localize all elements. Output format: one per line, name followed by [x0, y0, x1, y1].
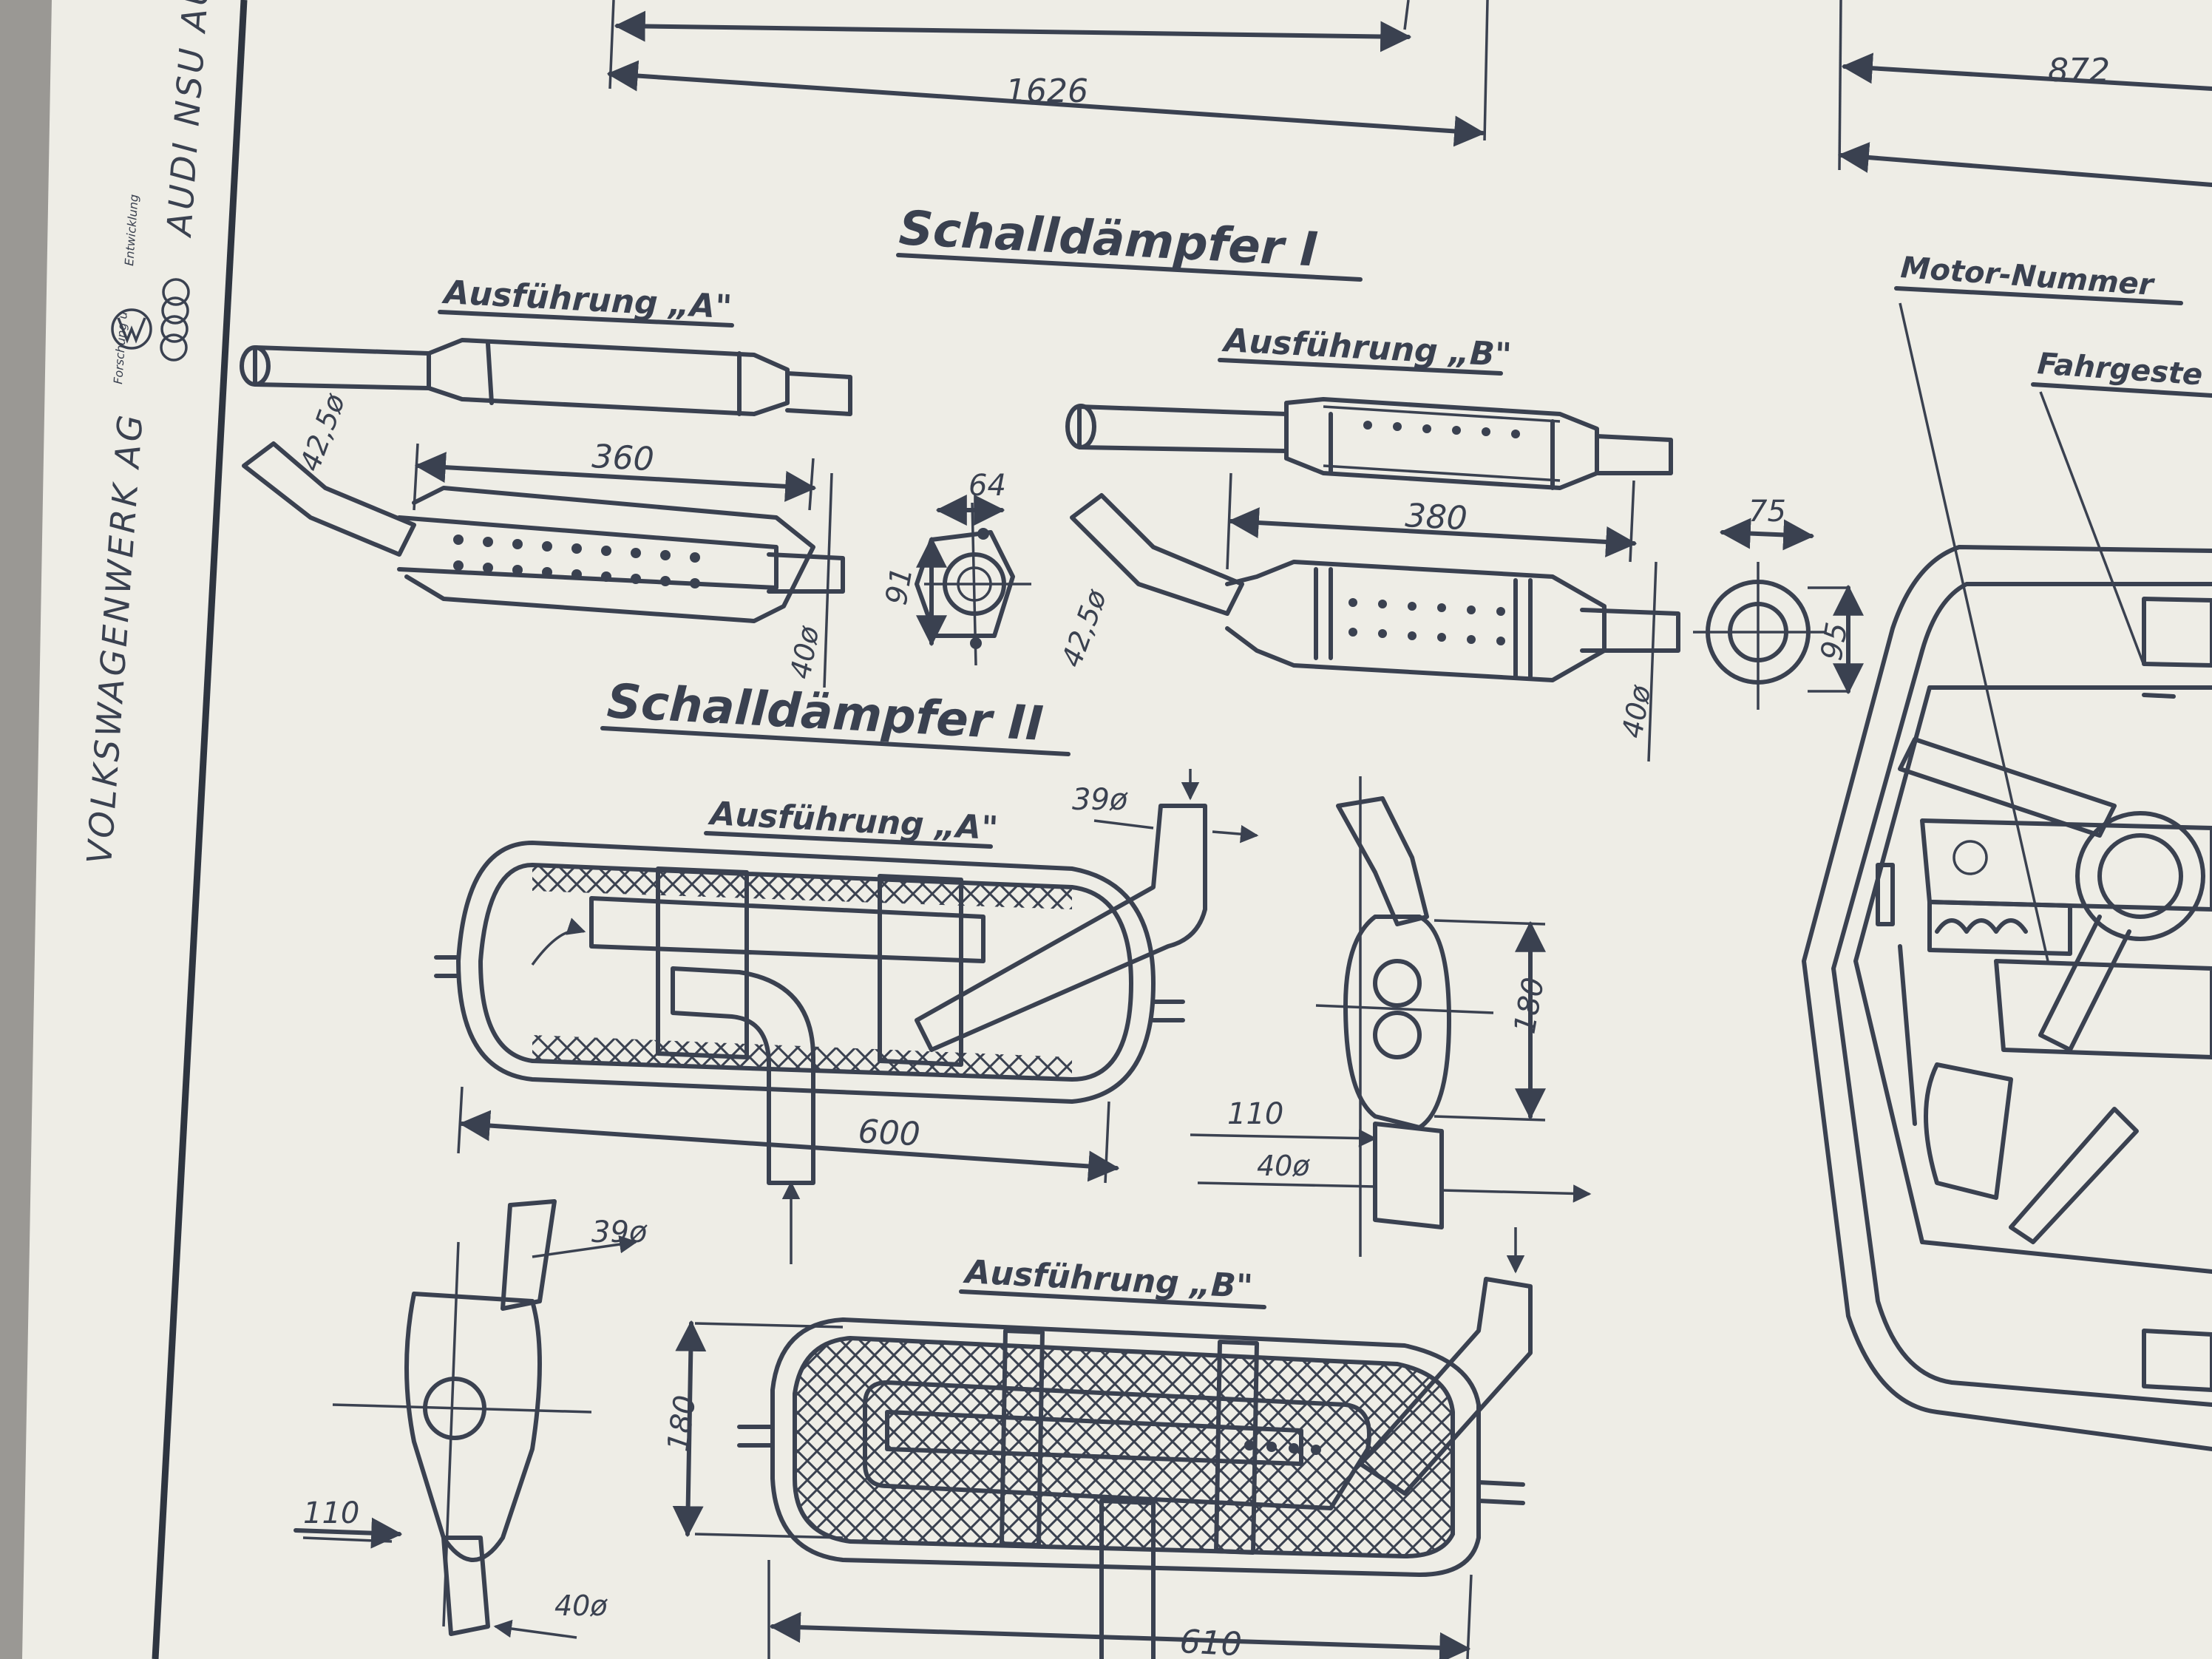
muffler1-b-end-width: 75: [1748, 495, 1786, 529]
muffler1-b-side-view: [1070, 472, 1680, 762]
muffler1-a-end-view: [915, 495, 1031, 666]
muffler1-a-side-view: [242, 441, 845, 688]
muffler2-a-side-outlet: 40ø: [1257, 1150, 1310, 1182]
muffler2-b-side-view: [294, 1199, 638, 1639]
muffler1-b-top-view: [1065, 397, 1673, 490]
muffler2-b-side-outlet: 40ø: [554, 1590, 608, 1622]
paper-sheet: [22, 0, 2212, 1659]
muffler2-a-side-offset: 110: [1227, 1097, 1283, 1131]
muffler2-a-view: [434, 769, 1257, 1264]
muffler2-b-side-offset: 110: [303, 1496, 359, 1530]
muffler2-a-length: 600: [857, 1113, 921, 1153]
dim-872: 872: [2048, 52, 2110, 89]
muffler1-a-end-height: 91: [880, 565, 920, 608]
muffler2-b-height: 180: [661, 1393, 702, 1453]
audi-rings-logo: [160, 278, 190, 362]
engine-drawing: Motor-Nummer Fahrgeste: [1802, 251, 2212, 1451]
muffler1-b-end-height: 95: [1815, 620, 1855, 663]
dim-1626: 1626: [1005, 72, 1088, 110]
muffler2-a-side-view: [1190, 776, 1590, 1257]
muffler1-a-length: 360: [591, 438, 655, 478]
vw-logo: [111, 308, 152, 350]
muffler2-a-pipe: 39ø: [1072, 783, 1128, 817]
muffler2-b-side-pipe: 39ø: [591, 1215, 648, 1249]
top-dimensions: 1626 872: [606, 0, 2212, 187]
muffler1-a-end-width: 64: [968, 469, 1006, 503]
muffler2-b-length: 610: [1178, 1623, 1243, 1659]
muffler1-a-top-view: [240, 338, 852, 416]
border-line: [152, 0, 248, 1659]
muffler2-b-view: [672, 1227, 1533, 1659]
muffler1-b-end-view: [1693, 518, 1864, 710]
muffler1-b-length: 380: [1404, 497, 1468, 537]
